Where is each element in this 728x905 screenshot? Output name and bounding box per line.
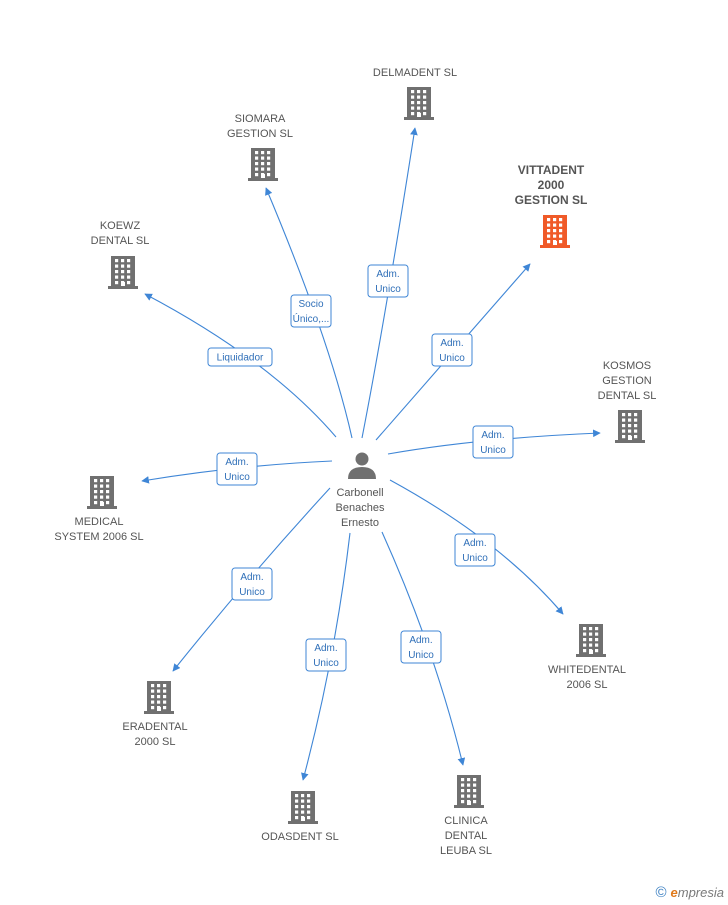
company-node-medical[interactable]: MEDICAL SYSTEM 2006 SL	[54, 476, 144, 543]
edge-label-text: Adm.	[409, 635, 432, 646]
company-name: 2006 SL	[567, 679, 608, 691]
edge-label-text: Adm.	[440, 338, 463, 349]
edge-label-text: Adm.	[240, 572, 263, 583]
edge-label[interactable]: Adm. Unico	[216, 452, 258, 486]
edge-label[interactable]: SocioÚnico,...	[290, 294, 332, 328]
company-node-eradental[interactable]: ERADENTAL 2000 SL	[122, 681, 188, 748]
company-node-siomara[interactable]: SIOMARA GESTION SL	[227, 113, 293, 181]
company-name: WHITEDENTAL	[548, 664, 626, 676]
edge-label-text: Adm.	[314, 643, 337, 654]
company-name: VITTADENT	[518, 163, 585, 177]
building-icon	[576, 624, 606, 657]
company-node-odasdent[interactable]: ODASDENT SL	[261, 791, 339, 843]
company-name: GESTION SL	[515, 193, 588, 207]
edge-label-text: Unico	[375, 284, 401, 295]
company-name: DELMADENT SL	[373, 67, 457, 79]
edge-label-text: Unico	[462, 553, 488, 564]
edge-label-text: Unico	[239, 587, 265, 598]
edge-whitedental: Adm. Unico	[389, 479, 564, 615]
building-icon	[540, 215, 570, 248]
company-name: CLINICA	[444, 815, 488, 827]
edge-label-text: Adm.	[376, 269, 399, 280]
company-node-delmadent[interactable]: DELMADENT SL	[373, 67, 457, 120]
edge-siomara: SocioÚnico,...	[265, 187, 353, 439]
edge-delmadent: Adm. Unico	[361, 127, 418, 439]
building-icon	[248, 148, 278, 181]
edge-label-text: Unico	[480, 445, 506, 456]
footer-brand[interactable]: ©empresia	[655, 884, 724, 901]
building-icon	[144, 681, 174, 714]
edge-label-text: Adm.	[481, 430, 504, 441]
building-icon	[108, 256, 138, 289]
company-name: 2000 SL	[135, 736, 176, 748]
edge-medical: Adm. Unico	[141, 452, 333, 486]
edge-label[interactable]: Adm. Unico	[400, 630, 442, 664]
person-name: Ernesto	[341, 517, 379, 529]
company-name: GESTION	[602, 375, 652, 387]
company-name: DENTAL SL	[598, 390, 657, 402]
copyright-icon: ©	[655, 884, 667, 901]
company-node-clinica[interactable]: CLINICA DENTAL LEUBA SL	[440, 775, 492, 857]
company-name: SYSTEM 2006 SL	[54, 531, 143, 543]
company-name: GESTION SL	[227, 128, 293, 140]
edge-label-text: Unico	[224, 472, 250, 483]
edge-label-text: Adm.	[463, 538, 486, 549]
building-icon	[454, 775, 484, 808]
edge-label-text: Unico	[313, 658, 339, 669]
person-name: Carbonell	[336, 487, 383, 499]
edge-label-text: Unico	[408, 650, 434, 661]
brand-initial: e	[670, 885, 678, 900]
building-icon	[404, 87, 434, 120]
edge-arrow	[361, 127, 418, 439]
company-name: DENTAL SL	[91, 235, 150, 247]
company-name: SIOMARA	[235, 113, 286, 125]
edge-label-text: Único,...	[293, 312, 330, 325]
person-icon	[348, 452, 376, 479]
edge-odasdent: Adm. Unico	[301, 532, 351, 781]
edge-label[interactable]: Liquidador	[207, 347, 273, 367]
edge-label-text: Unico	[439, 353, 465, 364]
building-icon	[87, 476, 117, 509]
company-name: 2000	[538, 178, 565, 192]
edge-label[interactable]: Adm. Unico	[454, 533, 496, 567]
edge-label[interactable]: Adm. Unico	[431, 333, 473, 367]
person-name: Benaches	[336, 502, 385, 514]
company-name: KOEWZ	[100, 220, 141, 232]
building-icon	[615, 410, 645, 443]
company-name: DENTAL	[445, 830, 488, 842]
edge-label-text: Socio	[298, 299, 323, 310]
company-node-kosmos[interactable]: KOSMOS GESTION DENTAL SL	[598, 360, 657, 443]
company-name: ERADENTAL	[122, 721, 187, 733]
edge-eradental: Adm. Unico	[172, 487, 331, 672]
edge-kosmos: Adm. Unico	[387, 425, 601, 459]
company-node-whitedental[interactable]: WHITEDENTAL 2006 SL	[548, 624, 626, 691]
company-node-koewz[interactable]: KOEWZ DENTAL SL	[91, 220, 150, 289]
edge-label-text: Adm.	[225, 457, 248, 468]
edge-vittadent: Adm. Unico	[375, 263, 531, 441]
company-name: ODASDENT SL	[261, 831, 338, 843]
edge-koewz: Liquidador	[144, 293, 337, 438]
edge-label[interactable]: Adm. Unico	[472, 425, 514, 459]
edge-label-text: Liquidador	[217, 353, 264, 364]
company-name: LEUBA SL	[440, 845, 492, 857]
building-icon	[288, 791, 318, 824]
edge-clinica: Adm. Unico	[381, 531, 466, 766]
edge-label[interactable]: Adm. Unico	[367, 264, 409, 298]
brand-name: mpresia	[677, 885, 724, 900]
edge-label[interactable]: Adm. Unico	[305, 638, 347, 672]
company-name: KOSMOS	[603, 360, 651, 372]
edge-label[interactable]: Adm. Unico	[231, 567, 273, 601]
company-name: MEDICAL	[75, 516, 124, 528]
